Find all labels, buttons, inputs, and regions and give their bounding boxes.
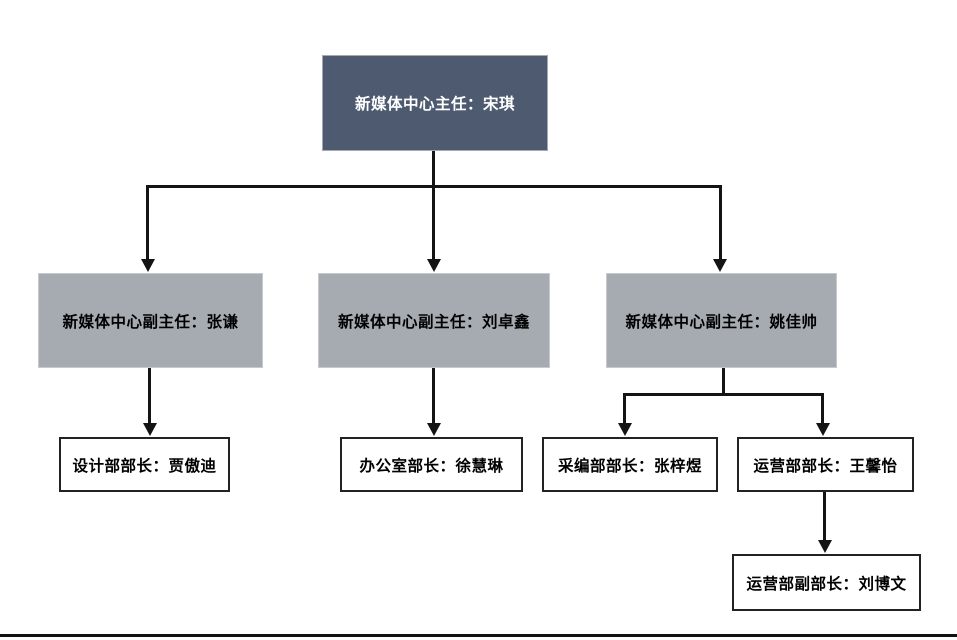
connector-yaojiashuai-stem	[722, 368, 725, 396]
arrowhead-to-liuzhuoxin	[427, 259, 441, 272]
arrowhead-to-operations-deputy	[818, 540, 832, 553]
connector-liuzhuoxin-office	[432, 368, 435, 423]
connector-branch-editorial	[623, 393, 626, 423]
org-node-office-head: 办公室部长：徐慧琳	[340, 437, 523, 492]
connector-operations-deputy	[823, 492, 826, 540]
connector-branch-yaojiashuai	[719, 185, 722, 259]
org-node-deputy-liuzhuoxin-label: 新媒体中心副主任：刘卓鑫	[337, 313, 530, 331]
org-node-design-head-label: 设计部部长：贾傲迪	[72, 457, 217, 475]
connector-branch-zhangqian	[146, 185, 149, 259]
org-node-office-head-label: 办公室部长：徐慧琳	[359, 457, 504, 475]
arrowhead-to-office	[427, 423, 441, 436]
connector-yaojiashuai-bus	[623, 393, 824, 396]
org-node-deputy-yaojiashuai-label: 新媒体中心副主任：姚佳帅	[625, 313, 818, 331]
org-node-deputy-liuzhuoxin: 新媒体中心副主任：刘卓鑫	[318, 273, 550, 368]
org-node-deputy-zhangqian-label: 新媒体中心副主任：张谦	[62, 313, 239, 331]
org-node-director: 新媒体中心主任：宋琪	[322, 55, 548, 151]
connector-director-stem	[432, 151, 435, 259]
org-node-operations-deputy-head: 运营部副部长：刘博文	[732, 554, 921, 611]
org-node-editorial-head-label: 采编部部长：张梓煜	[557, 457, 702, 475]
arrowhead-to-zhangqian	[141, 259, 155, 272]
org-node-operations-head-label: 运营部部长：王馨怡	[753, 457, 898, 475]
org-node-editorial-head: 采编部部长：张梓煜	[542, 437, 718, 492]
arrowhead-to-design	[143, 423, 157, 436]
org-node-operations-deputy-head-label: 运营部副部长：刘博文	[746, 575, 907, 593]
bottom-divider-line	[0, 634, 957, 637]
org-node-deputy-zhangqian: 新媒体中心副主任：张谦	[38, 273, 263, 368]
org-node-director-label: 新媒体中心主任：宋琪	[354, 96, 515, 113]
org-node-deputy-yaojiashuai: 新媒体中心副主任：姚佳帅	[606, 273, 837, 368]
org-node-design-head: 设计部部长：贾傲迪	[59, 437, 230, 492]
arrowhead-to-yaojiashuai	[713, 259, 727, 272]
arrowhead-to-operations	[816, 423, 830, 436]
connector-zhangqian-design	[148, 368, 151, 423]
connector-branch-operations	[821, 393, 824, 423]
org-node-operations-head: 运营部部长：王馨怡	[737, 437, 914, 492]
connector-level2-bus	[146, 185, 722, 188]
arrowhead-to-editorial	[618, 423, 632, 436]
